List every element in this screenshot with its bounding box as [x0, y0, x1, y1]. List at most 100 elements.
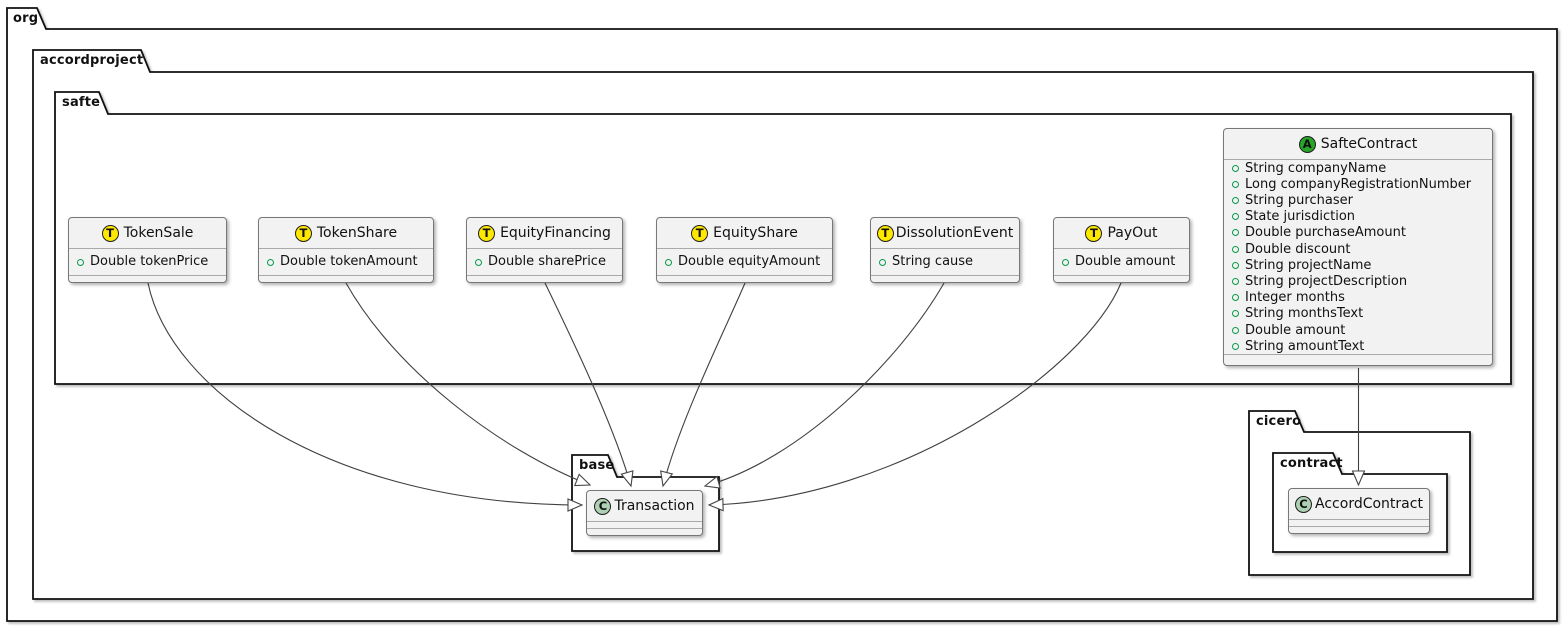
field-text: Double discount: [1245, 241, 1351, 257]
class-payout-name: PayOut: [1107, 225, 1158, 241]
class-tokensale-header: T TokenSale: [69, 218, 226, 248]
public-field-icon: [1232, 342, 1239, 350]
transaction-spot-icon: T: [101, 224, 119, 242]
class-transaction: C Transaction: [586, 490, 703, 536]
edge-dissolutionevent-transaction: [703, 282, 945, 489]
class-accordcontract: C AccordContract: [1288, 488, 1430, 534]
field-row: Double tokenAmount: [259, 249, 433, 275]
class-equityfinancing-fields: Double sharePrice: [467, 248, 622, 275]
class-equityfinancing-header: T EquityFinancing: [467, 218, 622, 248]
edge-equityshare-transaction: [660, 282, 746, 488]
public-field-icon: [267, 258, 274, 266]
class-equityshare: T EquityShare Double equityAmount: [656, 217, 833, 283]
package-label-cicero: cicero: [1256, 414, 1302, 429]
public-field-icon: [1062, 258, 1069, 266]
class-tokenshare-fields: Double tokenAmount: [259, 248, 433, 275]
transaction-spot-icon: T: [876, 224, 894, 242]
field-text: String purchaser: [1245, 192, 1353, 208]
field-text: Double amount: [1245, 322, 1346, 338]
field-text: Double tokenAmount: [280, 254, 418, 269]
class-saftecontract: A SafteContract String companyName Long …: [1223, 128, 1493, 367]
class-tokenshare-header: T TokenShare: [259, 218, 433, 248]
class-transaction-name: Transaction: [614, 498, 695, 514]
class-tokensale: T TokenSale Double tokenPrice: [68, 217, 227, 283]
public-field-icon: [1232, 261, 1239, 269]
edge-tokenshare-transaction: [345, 282, 592, 487]
class-tokensale-fields: Double tokenPrice: [69, 248, 226, 275]
field-text: Double equityAmount: [678, 254, 821, 269]
class-equityfinancing-methods-empty: [467, 275, 622, 282]
field-row: Double amount: [1054, 249, 1189, 275]
field-row: String amountText: [1224, 338, 1492, 354]
field-row: String cause: [871, 249, 1019, 275]
class-equityshare-methods-empty: [657, 275, 832, 282]
edge-equityfinancing-transaction: [544, 282, 634, 488]
class-accordcontract-name: AccordContract: [1315, 496, 1423, 512]
package-label-safte: safte: [62, 95, 101, 110]
public-field-icon: [879, 258, 886, 266]
class-accordcontract-header: C AccordContract: [1289, 489, 1429, 519]
public-field-icon: [1232, 213, 1239, 221]
public-field-icon: [1232, 310, 1239, 318]
class-dissolutionevent: T DissolutionEvent String cause: [870, 217, 1020, 283]
class-payout-fields: Double amount: [1054, 248, 1189, 275]
field-text: String cause: [892, 254, 974, 269]
public-field-icon: [77, 258, 84, 266]
field-text: String companyName: [1245, 160, 1387, 176]
field-text: State jurisdiction: [1245, 209, 1356, 225]
class-dissolutionevent-name: DissolutionEvent: [895, 225, 1014, 241]
class-tokenshare: T TokenShare Double tokenAmount: [258, 217, 434, 283]
class-equityfinancing: T EquityFinancing Double sharePrice: [466, 217, 623, 283]
edge-payout-transaction: [707, 282, 1122, 512]
field-row: String projectName: [1224, 257, 1492, 273]
class-accordcontract-methods-empty: [1289, 526, 1429, 533]
field-text: String amountText: [1245, 338, 1365, 354]
edge-tokensale-transaction: [147, 282, 584, 512]
class-equityshare-header: T EquityShare: [657, 218, 832, 248]
field-text: Long companyRegistrationNumber: [1245, 176, 1472, 192]
public-field-icon: [1232, 326, 1239, 334]
field-text: Integer months: [1245, 290, 1345, 306]
transaction-spot-icon: T: [1085, 224, 1103, 242]
class-dissolutionevent-header: T DissolutionEvent: [871, 218, 1019, 248]
class-tokensale-methods-empty: [69, 275, 226, 282]
field-row: Double amount: [1224, 322, 1492, 338]
field-row: String monthsText: [1224, 306, 1492, 322]
public-field-icon: [1232, 278, 1239, 286]
public-field-icon: [1232, 164, 1239, 172]
field-row: Integer months: [1224, 290, 1492, 306]
class-payout-methods-empty: [1054, 275, 1189, 282]
field-text: String monthsText: [1245, 306, 1364, 322]
field-text: Double sharePrice: [488, 254, 606, 269]
class-dissolutionevent-fields: String cause: [871, 248, 1019, 275]
class-dissolutionevent-methods-empty: [871, 275, 1019, 282]
public-field-icon: [475, 258, 482, 266]
class-tokensale-name: TokenSale: [123, 225, 194, 241]
class-tokenshare-name: TokenShare: [316, 225, 398, 241]
public-field-icon: [1232, 229, 1239, 237]
class-equityfinancing-name: EquityFinancing: [500, 225, 611, 241]
field-text: String projectName: [1245, 257, 1372, 273]
class-tokenshare-methods-empty: [259, 275, 433, 282]
class-saftecontract-methods-empty: [1224, 354, 1492, 365]
class-equityshare-name: EquityShare: [713, 225, 798, 241]
class-payout-header: T PayOut: [1054, 218, 1189, 248]
field-row: String projectDescription: [1224, 273, 1492, 289]
transaction-spot-icon: T: [294, 224, 312, 242]
class-saftecontract-header: A SafteContract: [1224, 129, 1492, 159]
public-field-icon: [665, 258, 672, 266]
public-field-icon: [1232, 197, 1239, 204]
package-label-accordproject: accordproject: [40, 53, 144, 68]
field-text: Double tokenPrice: [90, 254, 209, 269]
public-field-icon: [1232, 294, 1239, 302]
field-row: String companyName: [1224, 160, 1492, 176]
field-row: Double equityAmount: [657, 249, 832, 275]
transaction-spot-icon: T: [691, 224, 709, 242]
field-text: String projectDescription: [1245, 273, 1408, 289]
public-field-icon: [1232, 245, 1239, 253]
abstract-spot-icon: A: [1298, 135, 1316, 153]
class-spot-icon: C: [594, 497, 612, 515]
class-payout: T PayOut Double amount: [1053, 217, 1190, 283]
field-row: Double sharePrice: [467, 249, 622, 275]
package-label-contract: contract: [1280, 456, 1343, 471]
